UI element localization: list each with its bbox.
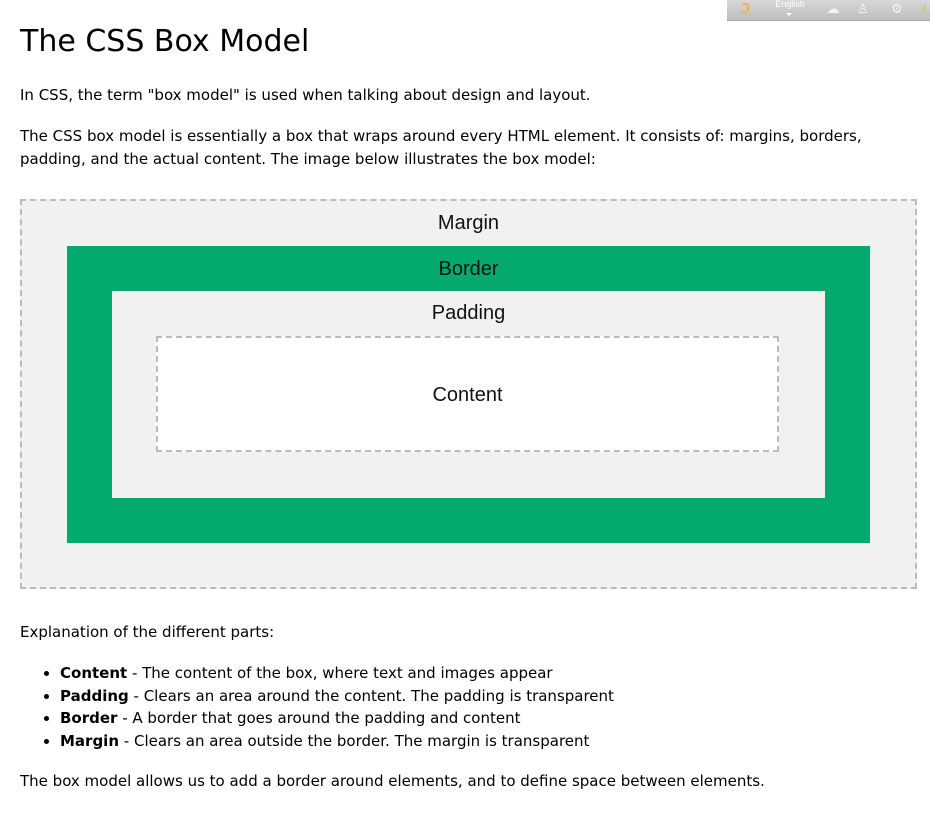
explanation-heading: Explanation of the different parts: xyxy=(20,623,275,641)
list-item-term: Padding xyxy=(60,686,129,705)
box-model-content: Content xyxy=(156,336,779,452)
list-item: Content - The content of the box, where … xyxy=(60,662,860,685)
list-item-term: Border xyxy=(60,709,118,727)
page-title: The CSS Box Model xyxy=(20,24,310,59)
list-item-description: - A border that goes around the padding … xyxy=(117,709,521,727)
padding-label: Padding xyxy=(431,302,506,324)
intro-paragraph: In CSS, the term "box model" is used whe… xyxy=(20,86,591,104)
parts-list: Content - The content of the box, where … xyxy=(20,662,860,752)
logo-icon[interactable]: ℑ xyxy=(740,1,750,16)
chevron-down-icon xyxy=(786,13,792,16)
list-item-term: Margin xyxy=(60,731,120,750)
margin-label: Margin xyxy=(437,212,500,234)
list-item: Border - A border that goes around the p… xyxy=(60,707,860,730)
list-item-description: - Clears an area around the content. The… xyxy=(128,686,614,705)
lightbulb-icon[interactable]: ♙ xyxy=(857,1,869,16)
content-label: Content xyxy=(432,384,503,406)
brush-icon[interactable]: / xyxy=(922,1,926,16)
top-toolbar: ℑ English ☁ ♙ ⚙ / xyxy=(727,0,930,21)
list-item-term: Content xyxy=(60,664,128,682)
box-model-margin: Margin Border Padding Content xyxy=(20,199,917,589)
gear-icon[interactable]: ⚙ xyxy=(891,1,903,16)
cloud-icon[interactable]: ☁ xyxy=(826,1,840,16)
box-model-padding: Padding Content xyxy=(112,291,825,498)
list-item-description: - The content of the box, where text and… xyxy=(127,664,553,682)
box-model-border: Border Padding Content xyxy=(67,246,870,543)
language-selector[interactable]: English xyxy=(775,0,805,9)
list-item: Padding - Clears an area around the cont… xyxy=(60,685,860,708)
border-label: Border xyxy=(438,258,499,280)
conclusion-paragraph: The box model allows us to add a border … xyxy=(20,772,765,790)
list-item-description: - Clears an area outside the border. The… xyxy=(119,731,590,750)
list-item: Margin - Clears an area outside the bord… xyxy=(60,730,860,753)
description-paragraph: The CSS box model is essentially a box t… xyxy=(20,127,862,168)
